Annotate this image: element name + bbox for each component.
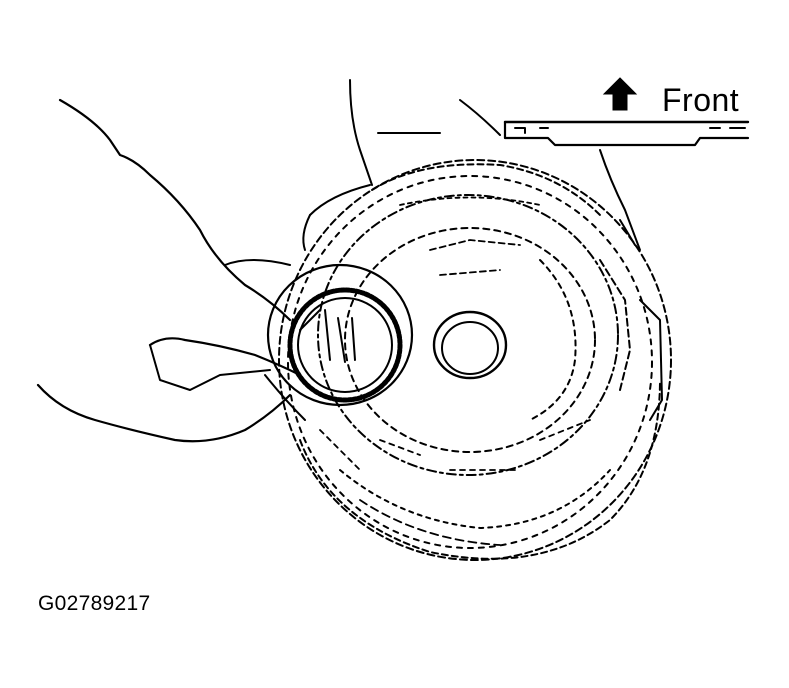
hand-outline <box>36 98 306 443</box>
front-indicator-bar <box>503 120 750 147</box>
figure-id: G02789217 <box>38 592 151 615</box>
center-bore <box>432 310 508 380</box>
upper-case-lines <box>349 79 641 251</box>
arrow-up-icon <box>602 77 638 111</box>
transmission-housing <box>278 159 672 561</box>
front-label: Front <box>662 82 740 118</box>
gear-ring <box>266 263 414 407</box>
